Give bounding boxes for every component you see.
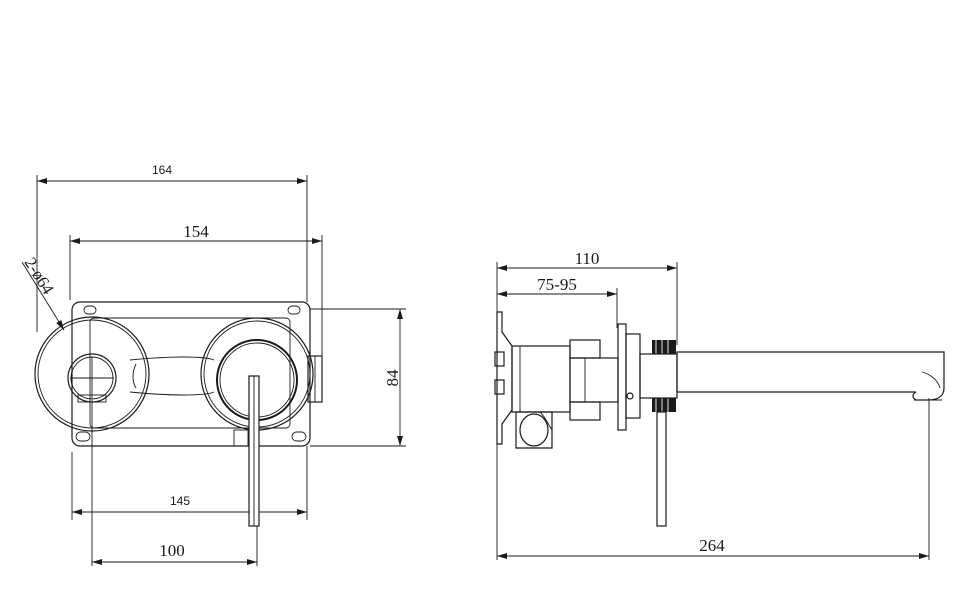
dim-264-label: 264 (699, 536, 725, 555)
front-view: 164 154 2-ø64 84 145 100 (21, 163, 406, 566)
dim-145-label: 145 (170, 494, 190, 508)
mixer-escutcheon (200, 317, 314, 527)
thread-section (639, 340, 678, 412)
dim-164-label: 164 (152, 163, 172, 177)
valve-body (511, 339, 619, 449)
dim-75-95: 75-95 (497, 275, 617, 297)
dim-hole-spec-label: 2-ø64 (21, 254, 58, 298)
dim-264: 264 (497, 536, 929, 559)
dim-110-label: 110 (575, 249, 600, 268)
dim-145: 145 (72, 494, 307, 515)
dim-110: 110 (497, 249, 677, 271)
dim-100: 100 (92, 541, 257, 565)
mounting-plate (71, 301, 323, 447)
dim-164: 164 (37, 163, 307, 184)
side-extension-lines (496, 262, 930, 560)
dim-hole-spec: 2-ø64 (21, 254, 65, 331)
wall-bracket (494, 311, 513, 445)
left-escutcheon (34, 316, 150, 432)
dim-154: 154 (70, 222, 322, 244)
side-escutcheon (617, 323, 641, 431)
dim-100-label: 100 (159, 541, 185, 560)
dim-75-95-label: 75-95 (537, 275, 577, 294)
spout (676, 351, 945, 401)
dim-154-label: 154 (183, 222, 209, 241)
side-view: 110 75-95 264 (494, 249, 945, 560)
side-handle (656, 411, 667, 527)
dim-84-label: 84 (383, 369, 402, 387)
front-extension-lines (36, 175, 406, 566)
dim-84: 84 (383, 309, 403, 446)
